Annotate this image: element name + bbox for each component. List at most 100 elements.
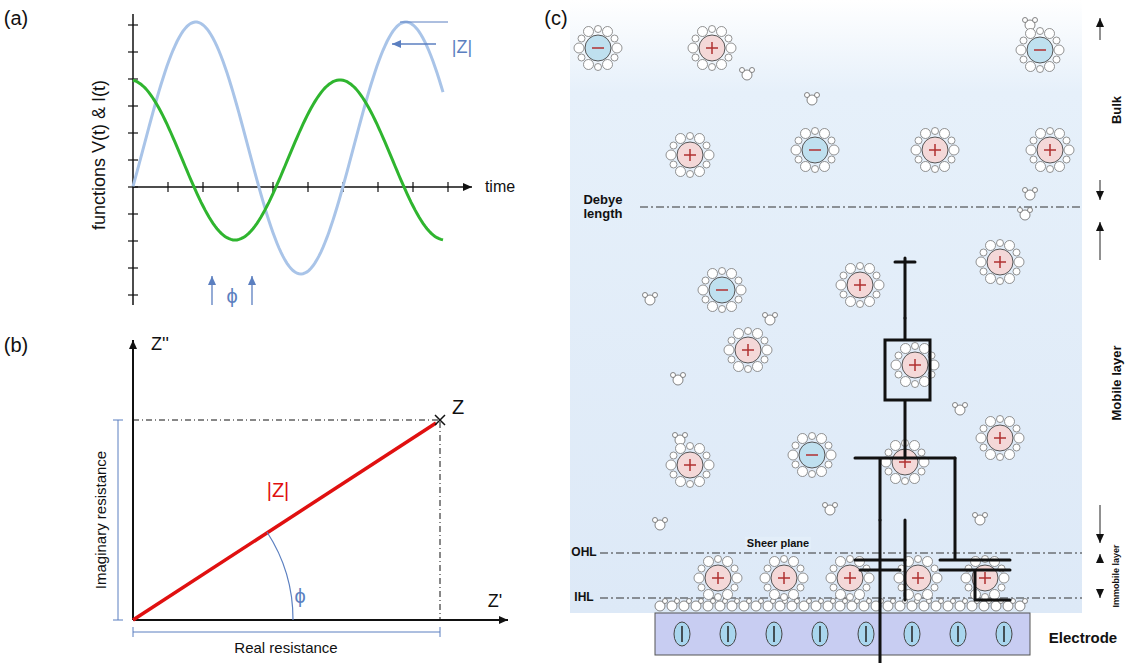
axis-ticks	[128, 25, 448, 295]
phase-arrow	[251, 276, 252, 305]
charge-sign	[1003, 626, 1005, 642]
electrolyte	[570, 0, 1082, 613]
region-label: Mobile layer	[1110, 345, 1124, 420]
dimension-bracket	[118, 420, 119, 620]
tick	[202, 182, 203, 192]
charge-sign	[957, 626, 959, 642]
tick	[307, 182, 308, 192]
charge-sign	[681, 626, 683, 642]
water-molecules	[643, 18, 1038, 531]
charge	[996, 622, 1012, 646]
electrode-charges	[674, 622, 1012, 646]
charge-sign	[773, 626, 775, 642]
tick	[128, 294, 138, 295]
charge	[720, 622, 736, 646]
tick	[377, 182, 378, 192]
axis-title: Z''	[151, 335, 169, 355]
impedance-vector	[133, 423, 436, 620]
tick	[412, 182, 413, 192]
anion	[709, 277, 735, 303]
voltage-wave	[133, 22, 443, 274]
cation	[699, 35, 725, 61]
tick	[128, 213, 138, 214]
magnitude-label: |Z|	[452, 38, 472, 58]
axis-title: time	[485, 178, 515, 196]
charge-sign	[865, 626, 867, 642]
debye-line	[640, 207, 1082, 208]
phase-arc	[267, 532, 293, 620]
charge	[858, 622, 874, 646]
tick	[128, 51, 138, 52]
anion	[802, 137, 828, 163]
region-label: Immobile layer	[1112, 544, 1122, 607]
tick	[237, 182, 238, 192]
boundary-label: IHL	[574, 591, 593, 604]
cation	[902, 352, 928, 378]
point-marker	[435, 415, 445, 425]
cation	[735, 337, 761, 363]
tick	[128, 159, 138, 160]
magnitude-label: |Z|	[267, 479, 290, 501]
tick	[128, 24, 138, 25]
current-wave	[133, 80, 443, 240]
cation	[987, 249, 1013, 275]
charge	[674, 622, 690, 646]
tick	[128, 267, 138, 268]
charge-sign	[911, 626, 913, 642]
charge	[766, 622, 782, 646]
panel-letter: (c)	[544, 7, 567, 29]
dimension-label: Imaginary resistance	[93, 451, 110, 589]
tick	[128, 132, 138, 133]
anion	[1027, 37, 1053, 63]
cation	[677, 142, 703, 168]
panel-c	[570, 0, 1100, 663]
phase-label: ϕ	[226, 285, 237, 307]
charge	[950, 622, 966, 646]
projection-line	[133, 420, 438, 421]
hydrated-ions	[574, 26, 1074, 601]
tick	[128, 78, 138, 79]
y-axis	[132, 340, 134, 620]
axis-title: Z'	[488, 592, 502, 612]
cation	[922, 137, 948, 163]
dimension-label: Real resistance	[234, 640, 337, 657]
cation	[677, 452, 703, 478]
panel-a	[128, 14, 472, 305]
cation	[987, 425, 1013, 451]
phase-arrow	[211, 276, 212, 305]
boundary-label: Debye length	[573, 193, 633, 222]
peak-marker	[400, 22, 448, 23]
axis-title: functions V(t) & I(t)	[90, 80, 110, 230]
boundary-label: OHL	[571, 546, 596, 559]
anion	[585, 35, 611, 61]
tick	[128, 105, 138, 106]
charge	[812, 622, 828, 646]
panel-letter: (b)	[4, 334, 28, 356]
cation	[771, 565, 797, 591]
charge	[904, 622, 920, 646]
magnitude-arrow	[392, 43, 436, 44]
projection-line	[440, 422, 441, 620]
region-arrows	[1100, 18, 1101, 598]
water-layer	[655, 599, 1028, 612]
tick	[447, 182, 448, 192]
tick	[128, 186, 138, 187]
ohl-line	[600, 553, 1082, 554]
equivalent-circuit	[855, 258, 1010, 663]
part-label: Electrode	[1049, 630, 1117, 647]
x-axis	[133, 619, 508, 621]
phase-label: ϕ	[294, 585, 305, 607]
cation	[905, 565, 931, 591]
cation	[847, 272, 873, 298]
panel-letter: (a)	[4, 7, 28, 29]
charge-sign	[727, 626, 729, 642]
panel-b	[113, 340, 508, 637]
point-label: Z	[452, 396, 464, 418]
tick	[167, 182, 168, 192]
boundary-label: Sheer plane	[745, 537, 811, 549]
cation	[705, 565, 731, 591]
x-axis	[133, 186, 472, 188]
electrode-band	[655, 613, 1030, 655]
tick	[128, 240, 138, 241]
